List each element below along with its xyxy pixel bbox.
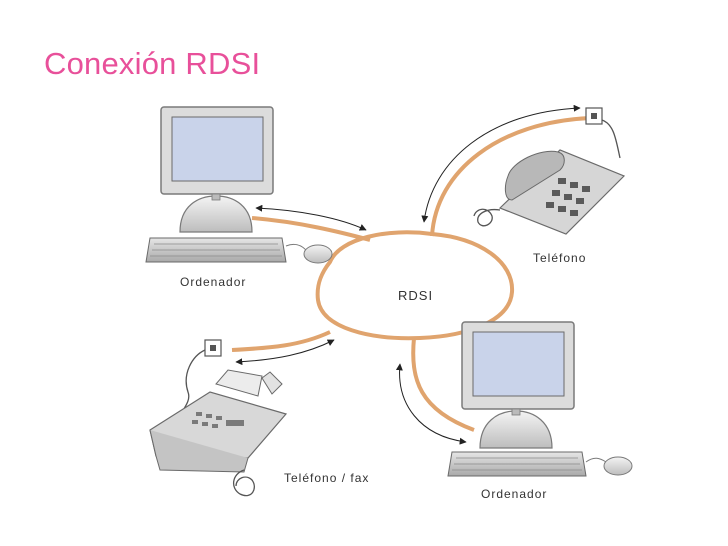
rdsi-label: RDSI bbox=[398, 288, 433, 303]
fax-machine-icon bbox=[149, 339, 288, 497]
rdsi-network-ring bbox=[315, 230, 515, 341]
slide-title: Conexión RDSI bbox=[44, 46, 261, 81]
telephone-icon bbox=[473, 107, 626, 235]
node-label: Ordenador bbox=[481, 487, 547, 501]
node-label: Teléfono bbox=[533, 251, 586, 265]
desktop-computer-icon bbox=[447, 321, 633, 477]
signal-arrows bbox=[235, 104, 581, 445]
node-label: Teléfono / fax bbox=[284, 471, 369, 485]
desktop-computer-icon bbox=[145, 106, 333, 264]
node-label: Ordenador bbox=[180, 275, 246, 289]
